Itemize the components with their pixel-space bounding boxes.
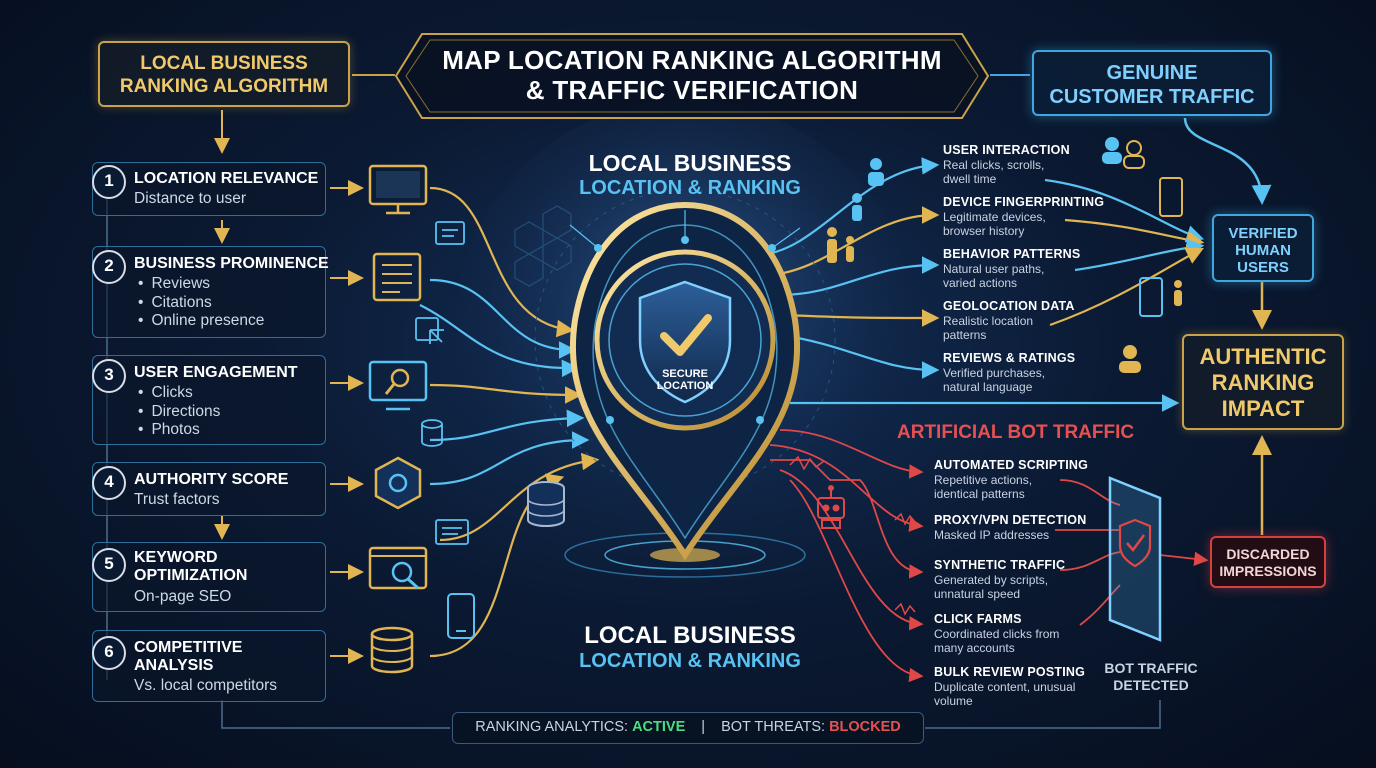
step-box-4 [92,462,326,516]
genuine-signal-desc: Natural user paths,varied actions [943,262,1045,290]
step-bullet: Citations [134,294,264,313]
bot-signal-title: AUTOMATED SCRIPTING [934,458,1089,472]
step-number-3: 3 [92,359,126,393]
bot-signal-title: PROXY/VPN DETECTION [934,513,1087,527]
step-sub-4: Trust factors [134,491,220,508]
bot-signal-title: CLICK FARMS [934,612,1022,626]
step-title-1: LOCATION RELEVANCE [134,170,319,187]
step-title-5: KEYWORD OPTIMIZATION [134,549,248,584]
status-bar: RANKING ANALYTICS: ACTIVE | BOT THREATS:… [452,712,924,744]
small-db-icon [421,419,443,447]
center-database-icon [527,481,565,527]
step-box-5 [92,542,326,612]
step-title-6: COMPETITIVE ANALYSIS [134,639,243,674]
step-bullet: Photos [134,421,220,440]
step-bullet: Directions [134,403,220,422]
genuine-signal-title: USER INTERACTION [943,143,1070,157]
step-sub-1: Distance to user [134,190,246,207]
bot-signal-title: BULK REVIEW POSTING [934,665,1086,679]
bot-detection-panel [1108,476,1162,642]
discarded-impressions-box: DISCARDED IMPRESSIONS [1210,536,1326,588]
title-frame [394,33,990,119]
threats-label: BOT THREATS: [721,719,830,735]
step-number-5: 5 [92,548,126,582]
bot-detected-label: BOT TRAFFIC DETECTED [1104,660,1198,693]
genuine-signal-desc: Verified purchases,natural language [943,366,1046,394]
step-box-6 [92,630,326,702]
genuine-traffic-box: GENUINE CUSTOMER TRAFFIC [1032,50,1272,116]
step-box-1 [92,162,326,216]
bot-traffic-title: ARTIFICIAL BOT TRAFFIC [897,422,1135,443]
threats-status-badge: BLOCKED [829,719,901,735]
step-number-1: 1 [92,165,126,199]
step-bullet: Online presence [134,312,264,331]
users-icon [1102,137,1145,169]
genuine-signal-desc: Real clicks, scrolls,dwell time [943,158,1045,186]
database-icon [370,626,414,674]
authentic-impact-box: AUTHENTIC RANKING IMPACT [1182,334,1344,430]
genuine-signal-title: BEHAVIOR PATTERNS [943,247,1081,261]
step-sub-6: Vs. local competitors [134,677,277,694]
algorithm-title-box: LOCAL BUSINESS RANKING ALGORITHM [98,41,350,107]
genuine-signal-desc: Legitimate devices,browser history [943,210,1046,238]
map-pin-graphic [534,189,836,578]
step-bullets-3: Clicks Directions Photos [134,384,220,440]
step-title-4: AUTHORITY SCORE [134,471,289,488]
person-icon [852,158,884,221]
page-title: MAP LOCATION RANKING ALGORITHM & TRAFFIC… [392,30,992,122]
step-number-2: 2 [92,250,126,284]
center-bottom-label: LOCAL BUSINESS LOCATION & RANKING [579,622,801,672]
genuine-signal-title: DEVICE FINGERPRINTING [943,195,1105,209]
cursor-icon [415,317,444,344]
step-bullets-2: Reviews Citations Online presence [134,275,264,331]
title-line-1: MAP LOCATION RANKING ALGORITHM [442,45,942,75]
analytics-label: RANKING ANALYTICS: [475,719,633,735]
authority-hex-icon [374,456,422,510]
document-icon [372,252,422,302]
step-number-4: 4 [92,466,126,500]
mobile-icon-2 [1139,277,1163,317]
step-number-6: 6 [92,636,126,670]
title-line-2: & TRAFFIC VERIFICATION [525,75,859,105]
chat-icon [435,221,465,245]
center-top-label: LOCAL BUSINESS LOCATION & RANKING [579,150,801,199]
mobile-icon [1159,177,1183,217]
monitor-search-icon [368,360,428,411]
genuine-signal-title: REVIEWS & RATINGS [943,351,1076,365]
robot-icon [817,485,845,529]
bot-signal-title: SYNTHETIC TRAFFIC [934,558,1066,572]
step-title-2: BUSINESS PROMINENCE [134,255,329,272]
bot-signal-desc: Generated by scripts,unnatural speed [934,573,1049,601]
verified-users-box: VERIFIED HUMAN USERS [1212,214,1314,282]
browser-magnifier-icon [368,546,428,590]
family-icon [827,227,854,263]
analytics-status-badge: ACTIVE [632,719,686,735]
small-screen-icon [435,519,469,545]
status-separator: | [701,719,706,735]
step-sub-5: On-page SEO [134,588,232,605]
shield-label: SECURE LOCATION [656,368,714,392]
genuine-signal-title: GEOLOCATION DATA [943,299,1075,313]
step-bullet: Clicks [134,384,220,403]
step-bullet: Reviews [134,275,264,294]
standing-person-icon [1174,280,1182,306]
step-title-3: USER ENGAGEMENT [134,364,298,381]
single-user-icon [1119,345,1141,373]
monitor-icon [368,164,428,215]
bot-signal-desc: Repetitive actions,identical patterns [934,473,1033,501]
phone-icon [447,593,475,639]
bot-signal-desc: Masked IP addresses [934,528,1050,542]
